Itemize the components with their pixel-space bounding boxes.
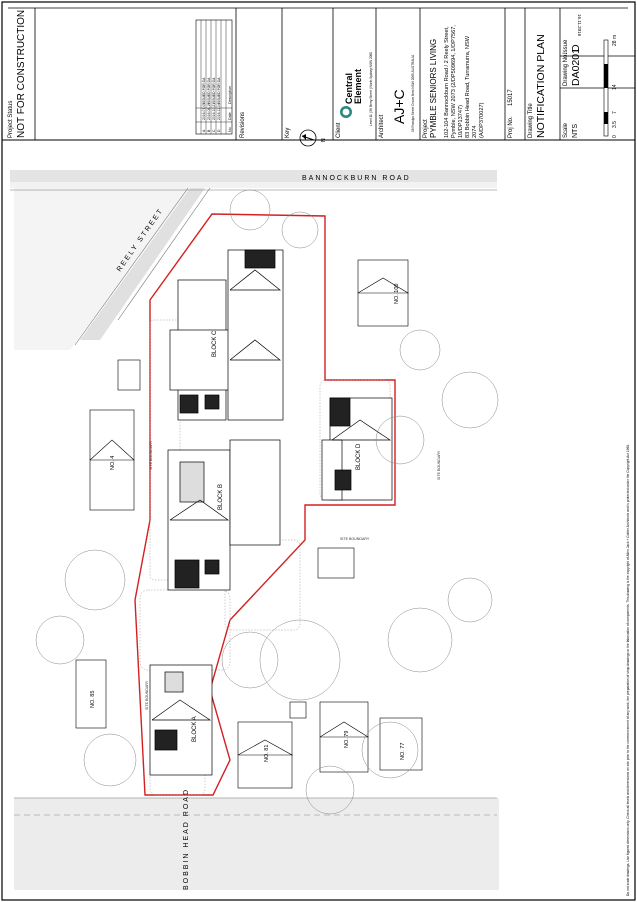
project-status-label: Project Status	[8, 101, 14, 138]
bobbin-head-road	[14, 798, 499, 890]
proj-no-label: Proj No.	[508, 116, 514, 138]
rev-d-date: 2016.11.04	[217, 103, 221, 120]
client-logo-line1: Central	[344, 73, 354, 104]
boundary-label-3: SITE BOUNDARY	[340, 537, 370, 541]
rev-a-desc: ISSUED FOR DA	[202, 77, 206, 104]
rev-header-desc: Description	[228, 86, 232, 104]
bannockburn-road	[10, 170, 497, 182]
rev-b-no: B	[207, 129, 211, 132]
client-logo-line2: Element	[353, 69, 363, 104]
project-address-1: 102-104 Bannockburn Road / 2 Reely Stree…	[444, 26, 450, 138]
rev-c-desc: ISSUED FOR DA	[212, 77, 216, 104]
client-label: Client	[336, 122, 342, 138]
project-address-5: 2074	[472, 126, 478, 138]
rev-c-no: C	[212, 129, 216, 132]
scale-bar-35: 3.5	[612, 121, 618, 128]
issue-label: Issue	[563, 39, 569, 54]
reely-street	[80, 188, 205, 340]
key-label: Key	[285, 128, 291, 138]
rev-c-date: 2016.10.21	[212, 103, 216, 120]
house-no-4: NO. 4	[110, 456, 116, 470]
project-address-4: 83 Bobbin Head Road, Turramurra, NSW	[465, 35, 471, 138]
project-address-6: (A/DP370027)	[479, 102, 485, 138]
rev-a-date: 2016.07.05	[202, 103, 206, 120]
neighbour-houses	[75, 259, 423, 789]
scale-bar-7: 7	[612, 111, 618, 114]
rev-b-date: 2016.08.19	[207, 103, 211, 120]
block-b	[167, 439, 281, 591]
site-boundary-line	[134, 213, 396, 796]
rev-d-no: D	[217, 129, 221, 132]
site-plan: BANNOCKBURN ROAD REELY STREET BOBBIN HEA…	[10, 170, 499, 890]
drawing-title: NOTIFICATION PLAN	[535, 34, 547, 138]
proj-no: 15017	[508, 89, 514, 106]
scale-value: NTS	[572, 124, 579, 138]
house-no-77: NO. 77	[400, 743, 406, 760]
project-status: NOT FOR CONSTRUCTION	[16, 10, 27, 138]
client-address: Level 11 | 56 Berry Street | North Sydne…	[369, 52, 373, 126]
north-label: N	[321, 138, 327, 142]
road-label-bobbin-head: BOBBIN HEAD ROAD	[183, 788, 190, 890]
rev-b-desc: ISSUED FOR DA	[207, 77, 211, 104]
revisions-table: No Date Description A 2016.07.05 ISSUED …	[195, 19, 233, 135]
project-address-2: Pymble, NSW 2073 (2/DP509694, 1/DP7567,	[451, 25, 457, 138]
central-element-logo: Central Element Level 11 | 56 Berry Stre…	[340, 52, 373, 126]
drawing-title-label: Drawing Title	[528, 103, 534, 138]
house-no-81: NO. 81	[264, 745, 270, 762]
boundary-label-4: SITE BOUNDARY	[145, 680, 149, 710]
house-no-85: NO. 85	[90, 691, 96, 708]
house-no-100: NO. 100	[394, 284, 400, 304]
block-a	[149, 664, 213, 776]
block-c-label: BLOCK C	[212, 330, 218, 357]
house-no-79: NO. 79	[344, 731, 350, 748]
title-block: Project Status NOT FOR CONSTRUCTION No D…	[8, 7, 635, 147]
block-d-label: BLOCK D	[356, 443, 362, 470]
architect-label: Architect	[379, 114, 385, 138]
block-a-label: BLOCK A	[192, 716, 198, 742]
tree-canopies	[35, 189, 499, 815]
road-label-bannockburn: BANNOCKBURN ROAD	[302, 175, 411, 182]
boundary-label-1: SITE BOUNDARY	[149, 440, 153, 470]
project-address-3: 10/DP13747)	[458, 105, 464, 138]
project-name: PYMBLE SENIORS LIVING	[429, 39, 438, 138]
project-label: Project	[423, 119, 429, 138]
rev-d-desc: ISSUED FOR DA	[217, 77, 221, 104]
north-arrow-icon	[299, 129, 317, 147]
block-c	[169, 249, 284, 421]
scale-bar-14: 14	[612, 84, 618, 90]
drawing-no-label: Drawing No.	[563, 53, 569, 86]
rev-header-no: No	[228, 127, 232, 132]
rev-a-no: A	[202, 129, 206, 132]
scale-bar: 0 3.5 7 14 28 m	[603, 35, 618, 138]
plot-date: 16.11.2016	[577, 14, 582, 37]
block-d	[321, 397, 393, 501]
disclaimer: Do not scale drawings. Use figured dimen…	[626, 444, 630, 896]
boundary-label-2: SITE BOUNDARY	[437, 450, 441, 480]
revisions-label: Revisions	[240, 112, 246, 138]
drawing-no: DA0201	[570, 48, 582, 86]
rev-header-date: Date	[228, 112, 232, 120]
scale-bar-28: 28 m	[612, 35, 618, 46]
scale-label: Scale	[563, 122, 569, 138]
issue: D	[570, 44, 582, 52]
architect-logo: AJ+C	[391, 89, 407, 124]
block-b-label: BLOCK B	[218, 484, 224, 510]
scale-bar-0: 0	[612, 135, 618, 138]
architect-address: 18 Rosslyn Street Crows Nest NSW 2065 AU…	[411, 54, 415, 132]
